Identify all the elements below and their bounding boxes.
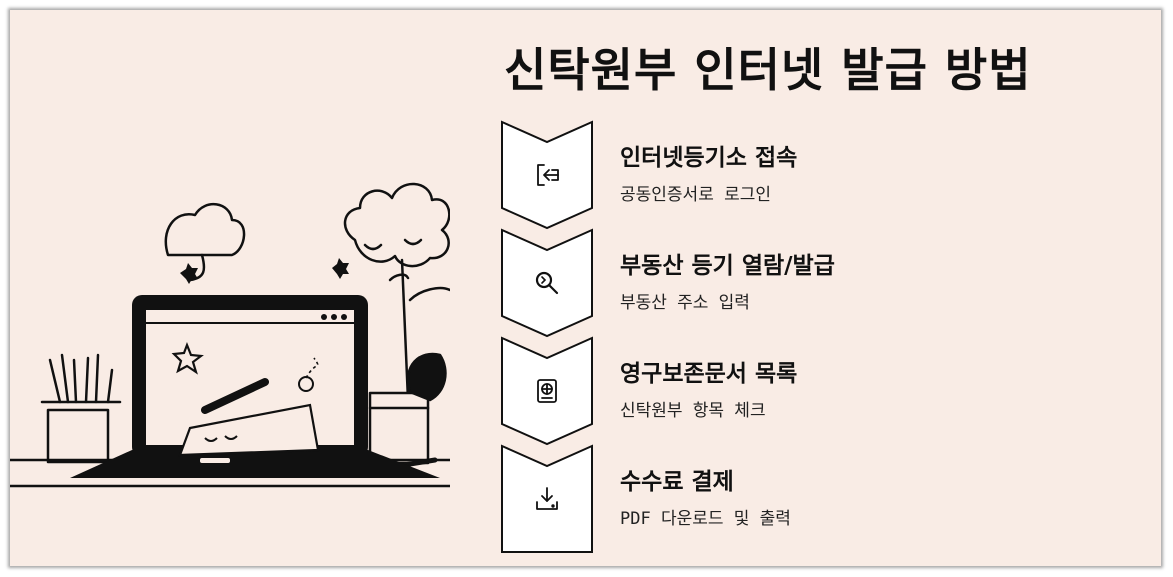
step-2-title: 부동산 등기 열람/발급 [620,253,835,279]
step-4-title: 수수료 결제 [620,469,734,495]
step-1-subtitle: 공동인증서로 로그인 [620,185,771,205]
laptop-desk-illustration [10,182,450,488]
download-icon [532,484,562,514]
step-3-title: 영구보존문서 목록 [620,361,798,387]
step-1-title: 인터넷등기소 접속 [620,145,798,171]
step-2-chevron [500,228,594,338]
login-icon [532,160,562,190]
infographic-frame: 신탁원부 인터넷 발급 방법 [10,10,1161,566]
passport-icon [532,376,562,406]
page-title: 신탁원부 인터넷 발급 방법 [504,43,1032,97]
step-4-subtitle: PDF 다운로드 및 출력 [620,509,791,529]
step-3-subtitle: 신탁원부 항목 체크 [620,401,766,421]
search-icon [532,268,562,298]
step-2-subtitle: 부동산 주소 입력 [620,293,750,313]
